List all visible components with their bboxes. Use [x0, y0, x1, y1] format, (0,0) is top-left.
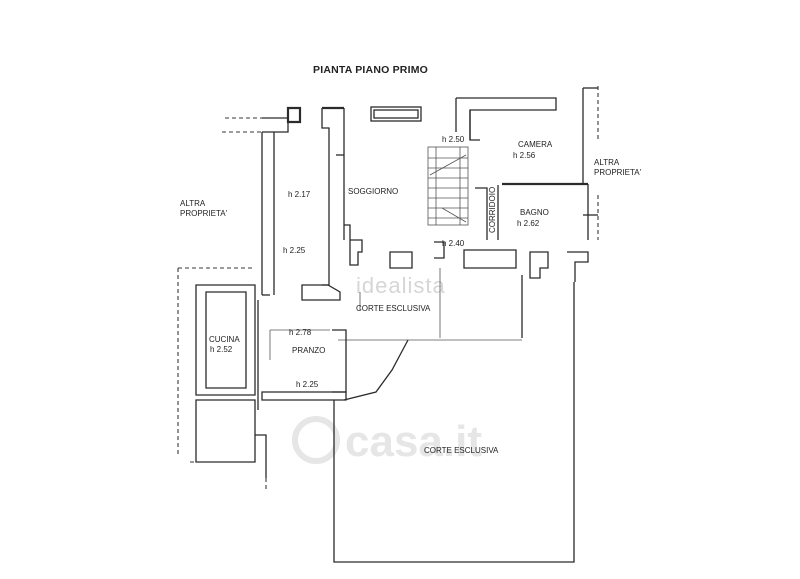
corte-esclusiva-label: CORTE ESCLUSIVA [356, 304, 431, 313]
bagno-height-label: h 2.62 [517, 219, 540, 228]
height-label: h 2.78 [289, 328, 312, 337]
cucina-height-label: h 2.52 [210, 345, 233, 354]
altra-proprieta-right-label: ALTRA PROPRIETA' [594, 158, 642, 177]
height-label: h 2.25 [283, 246, 306, 255]
building-walls [195, 87, 598, 563]
soggiorno-label: SOGGIORNO [348, 187, 398, 196]
svg-text:ALTRA: ALTRA [180, 199, 206, 208]
height-label: h 2.25 [296, 380, 319, 389]
altra-proprieta-left-label: ALTRA PROPRIETA' [180, 199, 228, 218]
height-label: h 2.40 [442, 239, 465, 248]
height-label: h 2.17 [288, 190, 311, 199]
camera-label: CAMERA [518, 140, 553, 149]
bagno-label: BAGNO [520, 208, 549, 217]
svg-text:PROPRIETA': PROPRIETA' [594, 168, 642, 177]
corte-esclusiva-label: CORTE ESCLUSIVA [424, 446, 499, 455]
camera-height-label: h 2.56 [513, 151, 536, 160]
pranzo-label: PRANZO [292, 346, 325, 355]
height-label: h 2.50 [442, 135, 465, 144]
casa-watermark: casa.it [345, 417, 482, 466]
svg-text:PROPRIETA': PROPRIETA' [180, 209, 228, 218]
corridoio-label: CORRIDOIO [488, 187, 497, 233]
left-property-boundary [177, 117, 267, 492]
casa-logo-icon [292, 416, 340, 464]
idealista-watermark: idealista [356, 273, 446, 298]
cucina-label: CUCINA [209, 335, 240, 344]
svg-text:ALTRA: ALTRA [594, 158, 620, 167]
plan-title: PIANTA PIANO PRIMO [313, 64, 428, 76]
